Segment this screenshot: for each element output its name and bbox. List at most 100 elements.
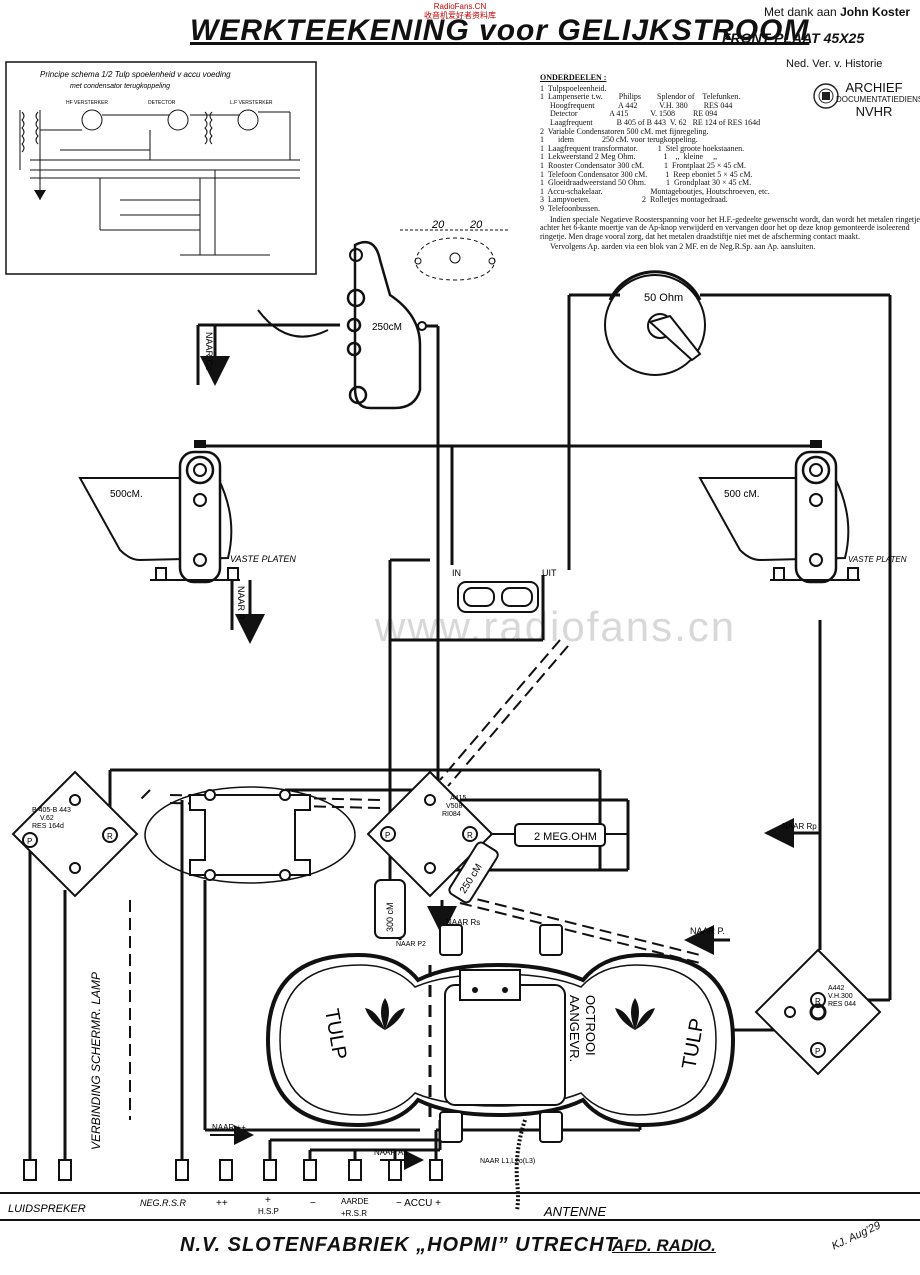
parts-line: 1 Lekweerstand 2 Meg Ohm. 1 ,, kleine ,, [540, 152, 718, 162]
tube-socket-left: R P B 405-B 443 V.62 RES 164d [11, 770, 139, 898]
parts-line: 1 Telefoon Condensator 300 cM. 1 Reep eb… [540, 169, 753, 179]
reaction-condenser-250: 250cM [257, 240, 427, 410]
terminal-luidspreker: LUIDSPREKER [8, 1203, 86, 1215]
parts-line: 3 Lampvoeten. 2 Rolletjes montagedraad. [540, 195, 728, 205]
company-name: N.V. SLOTENFABRIEK „HOPMI” UTRECHT [180, 1234, 618, 1256]
lf-transformer [144, 786, 356, 884]
tulip-logo-left-icon [365, 998, 405, 1030]
cond-300-label: 300 cM [385, 902, 395, 932]
aangevr-label: AANGEVR. [567, 995, 582, 1062]
res-2meg-label: 2 MEG.OHM [534, 831, 597, 843]
octrooi-label: OCTROOI [583, 995, 598, 1056]
terminal-strip: LUIDSPREKER NEG.R.S.R ++ H.S.P + − AARDE… [0, 1159, 920, 1221]
naar-plus-label: NAAR ++ [212, 1123, 246, 1132]
parts-line: 1 Tulpspoeleenheid. [540, 83, 607, 93]
parts-lines: 1 Tulpspoeleenheid.1 Lampenserie t.w. Ph… [540, 83, 920, 214]
svg-text:P: P [385, 831, 390, 840]
archive-stamp: ARCHIEF DOCUMENTATIEDIENST NVHR [810, 78, 920, 126]
parts-line: 1 Gloeidraadweerstand 50 Ohm. 1 Grondpla… [540, 178, 752, 188]
grid-condenser-300: 300 cM [374, 879, 406, 939]
parts-line: 2 Variable Condensatoren 500 cM. met fij… [540, 126, 709, 136]
svg-text:RES 164d: RES 164d [32, 823, 64, 830]
switch-in-label: IN [452, 568, 461, 578]
svg-text:V508: V508 [446, 803, 462, 810]
cond-250-top-label: 250cM [372, 322, 402, 333]
naar-cc-label: NAAR Cc [204, 332, 214, 371]
svg-text:P: P [27, 837, 32, 846]
parts-line: Detector A 415 V. 1508 RE 094 [540, 109, 718, 119]
society-label: Ned. Ver. v. Historie [786, 58, 883, 70]
parts-note-1: Indien speciale Negatieve Roosterspannin… [540, 214, 920, 241]
archive-nvhr: NVHR [855, 104, 893, 119]
svg-text:B 405-B 443: B 405-B 443 [32, 807, 71, 814]
vaste-platen-left: VASTE PLATEN [230, 554, 296, 564]
svg-text:20: 20 [469, 219, 483, 231]
department-label: AFD. RADIO. [612, 1236, 716, 1255]
parts-line: 1 idem 250 cM. voor terugkoppeling. [540, 135, 698, 145]
svg-text:A442: A442 [828, 985, 844, 992]
archive-logo-icon [813, 83, 839, 109]
principle-schematic: Principe schema 1/2 Tulp spoelenheid v a… [5, 61, 317, 275]
terminal-plusplus: ++ [216, 1198, 228, 1209]
svg-text:RES 044: RES 044 [828, 1001, 856, 1008]
rheostat-label: 50 Ohm [644, 292, 683, 304]
terminal-hsp: H.S.P [258, 1207, 279, 1216]
tube-socket-right: R P A442 V.H.300 RES 044 [754, 948, 882, 1076]
front-plate-size: FRONT PLAAT 45X25 [722, 30, 865, 46]
archive-word: ARCHIEF [845, 80, 903, 95]
parts-line: 9 Telefoonbussen. [540, 203, 600, 213]
parts-line: Laagfrequent B 405 of B 443 V. 62 RE 124… [540, 117, 761, 127]
parts-line: 1 Laagfrequent transformator. 1 Stel gro… [540, 143, 745, 153]
naar-p-label: NAAR P [236, 586, 246, 620]
lead-labels: NAAR Cc NAAR P NAAR Rp NAAR P. NAAR Rs N… [200, 325, 820, 1170]
accu-switch: IN UIT [452, 568, 557, 613]
terminal-accu: − ACCU + [396, 1198, 441, 1209]
stage-label-hf: HF VERSTERKER [66, 100, 108, 106]
svg-text:R: R [815, 997, 821, 1006]
svg-text:20: 20 [431, 219, 445, 231]
tube-socket-middle: P R A415 V508 RI084 [366, 770, 494, 898]
terminal-rsr: +R.S.R [341, 1209, 367, 1218]
naar-l-label: NAAR L1,L2o(L3) [480, 1158, 535, 1165]
filament-rheostat-50ohm: 50 Ohm [604, 270, 706, 376]
svg-text:V.62: V.62 [40, 815, 54, 822]
terminal-antenne: ANTENNE [543, 1204, 606, 1219]
naar-rs-label: NAAR Rs [446, 918, 480, 927]
naar-as-label: NAAR As [374, 1148, 407, 1157]
credit-name: John Koster [840, 5, 911, 19]
schematic-title-2: met condensator terugkoppeling [70, 83, 170, 90]
terminal-minus: − [310, 1198, 316, 1209]
stage-label-det: DETECTOR [148, 100, 176, 106]
parts-line: 1 Rooster Condensator 300 cM. 1 Frontpla… [540, 160, 747, 170]
parts-line: 1 Accu-schakelaar. Montageboutjes, Houts… [540, 186, 770, 196]
source-site-label: RadioFans.CN 收音机爱好者资料库 [424, 2, 496, 20]
verbinding-label: VERBINDING SCHERMR. LAMP [89, 972, 103, 1150]
antenna-braid [514, 1119, 527, 1211]
switch-uit-label: UIT [542, 568, 557, 578]
reaction-condenser-250-mid: 250 cM [448, 841, 499, 904]
archive-dept: DOCUMENTATIEDIENST [836, 95, 920, 104]
terminal-neg-rsr: NEG.R.S.R [140, 1198, 187, 1208]
vaste-platen-right: VASTE PLATEN [848, 555, 907, 564]
terminal-plus: + [265, 1195, 271, 1206]
tuning-condenser-right: 500 cM. VASTE PLATEN [698, 440, 907, 584]
terminal-aarde: AARDE [341, 1197, 369, 1206]
schematic-title-1: Principe schema 1/2 Tulp spoelenheid v a… [40, 70, 231, 79]
naar-p2-label: NAAR P. [690, 926, 725, 936]
tulp-coil-unit: TULP TULP OCTROOI AANGEVR. [265, 924, 736, 1143]
tuning-condenser-left: 500cM. VASTE PLATEN [78, 440, 296, 584]
svg-text:V.H.300: V.H.300 [828, 993, 853, 1000]
shielded-leads [129, 639, 701, 1120]
naar-rp-label: NAAR Rp [782, 822, 817, 831]
plate-dimension: 20 20 [400, 219, 510, 281]
svg-text:RI084: RI084 [442, 811, 461, 818]
cond-500-left-label: 500cM. [110, 489, 143, 500]
watermark: www.radiofans.cn [375, 603, 737, 650]
naar-p-small-label: NAAR P2 [396, 941, 426, 948]
svg-text:P: P [815, 1047, 820, 1056]
credit-line: Met dank aan John Koster [764, 5, 910, 19]
parts-list: ONDERDEELEN : 1 Tulpspoeleenheid.1 Lampe… [540, 73, 920, 252]
drawing-title: WERKTEEKENING voor GELIJKSTROOM [190, 14, 810, 47]
